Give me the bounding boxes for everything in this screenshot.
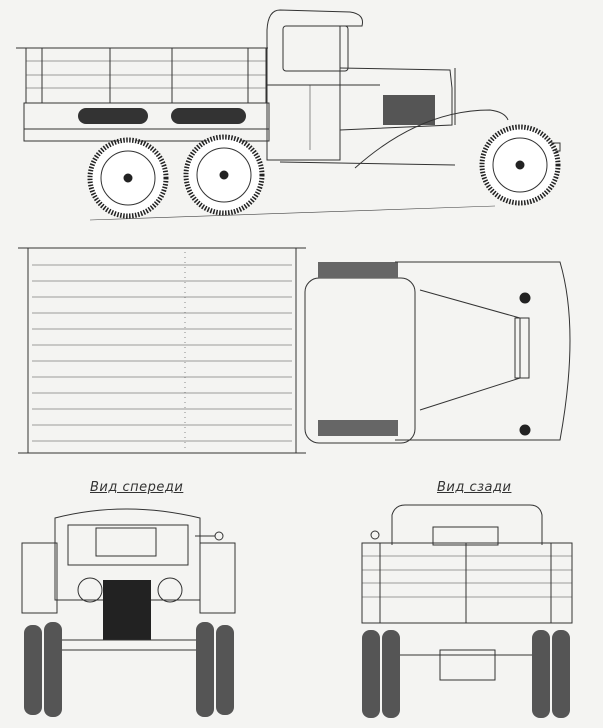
front-view-label: Вид спереди [90,480,184,495]
side-view [16,9,561,221]
rear-view [361,504,573,718]
rear-view-label: Вид сзади [437,480,512,495]
top-view [18,247,571,454]
front-view [21,508,236,717]
